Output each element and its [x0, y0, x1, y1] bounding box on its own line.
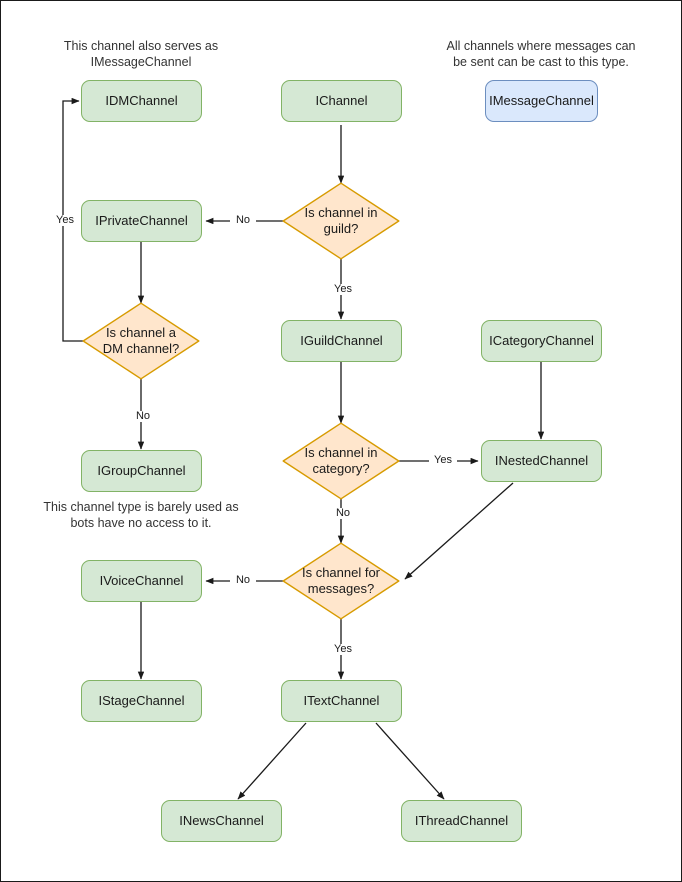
- edge-itextchannel-to-ithreadchannel: [375, 722, 445, 800]
- edge-itextchannel-to-inewschannel: [237, 722, 307, 800]
- node-is-channel-for-messages[interactable]: Is channel for messages?: [282, 542, 400, 620]
- node-igroupchannel[interactable]: IGroupChannel: [81, 450, 202, 492]
- node-imessagechannel-label: IMessageChannel: [489, 92, 594, 108]
- node-is-channel-in-category[interactable]: Is channel in category?: [282, 422, 400, 500]
- node-itextchannel-label: ITextChannel: [303, 692, 380, 708]
- diamond-shape: [282, 542, 400, 620]
- node-idmchannel-label: IDMChannel: [105, 92, 178, 108]
- node-icategorychannel[interactable]: ICategoryChannel: [481, 320, 602, 362]
- node-inestedchannel[interactable]: INestedChannel: [481, 440, 602, 482]
- edge-label-category-no: No: [330, 508, 356, 519]
- node-iprivatechannel-label: IPrivateChannel: [95, 212, 188, 228]
- caption-imessagechannel-left: This channel also serves as IMessageChan…: [63, 39, 219, 70]
- node-ivoicechannel-label: IVoiceChannel: [99, 572, 184, 588]
- node-ivoicechannel[interactable]: IVoiceChannel: [81, 560, 202, 602]
- node-istagechannel-label: IStageChannel: [98, 692, 185, 708]
- node-ichannel[interactable]: IChannel: [281, 80, 402, 122]
- node-idmchannel[interactable]: IDMChannel: [81, 80, 202, 122]
- caption-imessagechannel-right: All channels where messages can be sent …: [446, 39, 636, 70]
- edge-label-messages-yes: Yes: [329, 644, 357, 655]
- node-is-channel-in-guild[interactable]: Is channel in guild?: [282, 182, 400, 260]
- caption-igroupchannel: This channel type is barely used as bots…: [43, 500, 239, 531]
- edge-label-dm-yes: Yes: [51, 215, 79, 226]
- edge-label-guild-yes: Yes: [329, 284, 357, 295]
- node-inestedchannel-label: INestedChannel: [494, 452, 589, 468]
- node-ithreadchannel[interactable]: IThreadChannel: [401, 800, 522, 842]
- diamond-shape: [282, 422, 400, 500]
- edge-label-messages-no: No: [230, 575, 256, 586]
- diamond-shape: [82, 302, 200, 380]
- node-is-channel-a-dm-channel[interactable]: Is channel a DM channel?: [82, 302, 200, 380]
- edge-label-category-yes: Yes: [429, 455, 457, 466]
- node-ithreadchannel-label: IThreadChannel: [414, 812, 509, 828]
- edge-label-dm-no: No: [130, 411, 156, 422]
- node-inewschannel-label: INewsChannel: [179, 812, 264, 828]
- node-ichannel-label: IChannel: [315, 92, 368, 108]
- node-is-channel-in-guild-label: Is channel in guild?: [304, 204, 378, 236]
- node-itextchannel[interactable]: ITextChannel: [281, 680, 402, 722]
- node-icategorychannel-label: ICategoryChannel: [489, 332, 594, 348]
- node-is-channel-in-category-label: Is channel in category?: [304, 444, 378, 476]
- edge-inestedchannel-to-messages: [404, 482, 514, 580]
- node-is-channel-for-messages-label: Is channel for messages?: [301, 564, 381, 596]
- diamond-shape: [282, 182, 400, 260]
- node-imessagechannel[interactable]: IMessageChannel: [485, 80, 598, 122]
- node-iguildchannel-label: IGuildChannel: [300, 332, 383, 348]
- edge-label-guild-no: No: [230, 215, 256, 226]
- node-istagechannel[interactable]: IStageChannel: [81, 680, 202, 722]
- node-is-channel-a-dm-channel-label: Is channel a DM channel?: [102, 324, 180, 356]
- node-iprivatechannel[interactable]: IPrivateChannel: [81, 200, 202, 242]
- node-igroupchannel-label: IGroupChannel: [97, 462, 186, 478]
- node-inewschannel[interactable]: INewsChannel: [161, 800, 282, 842]
- node-iguildchannel[interactable]: IGuildChannel: [281, 320, 402, 362]
